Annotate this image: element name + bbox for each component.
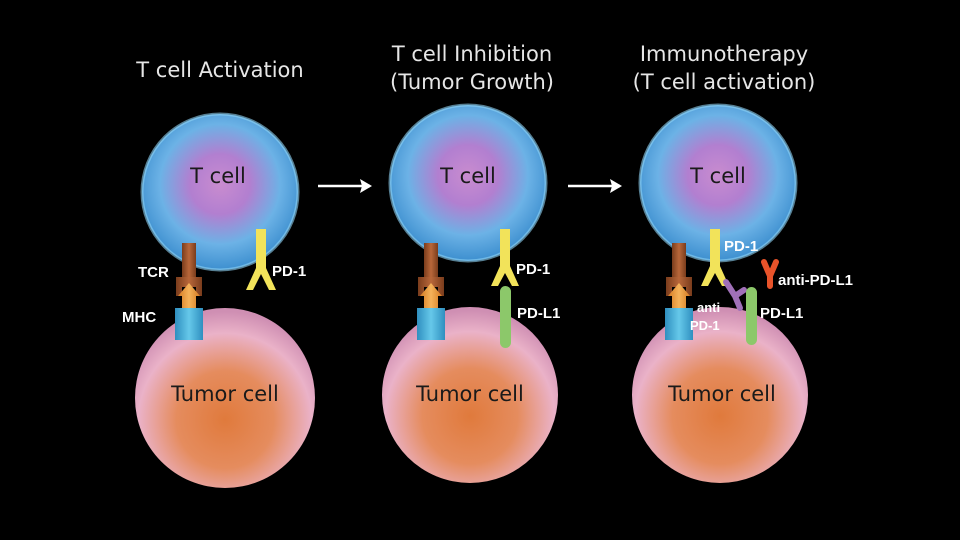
panel-title-inhibition: T cell Inhibition (Tumor Growth) [390, 42, 554, 94]
pdl1-ligand-3 [746, 287, 757, 345]
anti-pdl1-antibody [761, 259, 779, 289]
tumor-cell-1 [135, 308, 315, 488]
pd1-receptor-2 [491, 229, 519, 286]
panel-inhibition: T cell Tumor cell PD-1 PD-L1 [382, 103, 560, 483]
pd1-receptor-1 [246, 229, 276, 290]
panel-title-immunotherapy: Immunotherapy (T cell activation) [632, 42, 816, 94]
panel-activation: T cell Tumor cell TCR MHC PD-1 [122, 112, 315, 488]
tumor-cell-2 [382, 307, 558, 483]
tcr-label: TCR [138, 264, 169, 281]
pd1-label-1: PD-1 [272, 263, 306, 280]
mhc-2 [417, 308, 445, 340]
pd1-receptor-3 [701, 229, 729, 286]
mhc-3 [665, 308, 693, 340]
tumor-cell-3 [632, 307, 808, 483]
tcr-receptor-2 [418, 243, 444, 314]
tumor-cell-label-1: Tumor cell [170, 382, 279, 406]
panel-title-activation: T cell Activation [136, 58, 304, 82]
arrow-right-icon [568, 179, 622, 193]
anti-pd1-label-line2: PD-1 [690, 318, 720, 333]
anti-pd1-antibody [723, 279, 747, 311]
pdl1-ligand-2 [500, 286, 511, 348]
tumor-cell-label-2: Tumor cell [415, 382, 524, 406]
anti-pdl1-label: anti-PD-L1 [778, 272, 853, 289]
anti-pd1-label-line1: anti [697, 300, 720, 315]
pd1-label-2: PD-1 [516, 261, 550, 278]
pdl1-label-3: PD-L1 [760, 305, 803, 322]
t-cell-2 [390, 105, 546, 261]
panel-immunotherapy: T cell Tumor cell PD-1 anti-PD-L1 [632, 103, 853, 483]
t-cell-label-3: T cell [689, 164, 746, 188]
t-cell-label-2: T cell [439, 164, 496, 188]
tcr-receptor-3 [666, 243, 692, 314]
tumor-cell-label-3: Tumor cell [667, 382, 776, 406]
arrow-right-icon [318, 179, 372, 193]
pd1-label-3: PD-1 [724, 238, 758, 255]
tcr-receptor-1 [176, 243, 202, 314]
t-cell-label-1: T cell [189, 164, 246, 188]
t-cell-3 [640, 105, 796, 261]
pdl1-label-2: PD-L1 [517, 305, 560, 322]
mhc-1 [175, 308, 203, 340]
mhc-label: MHC [122, 309, 156, 326]
